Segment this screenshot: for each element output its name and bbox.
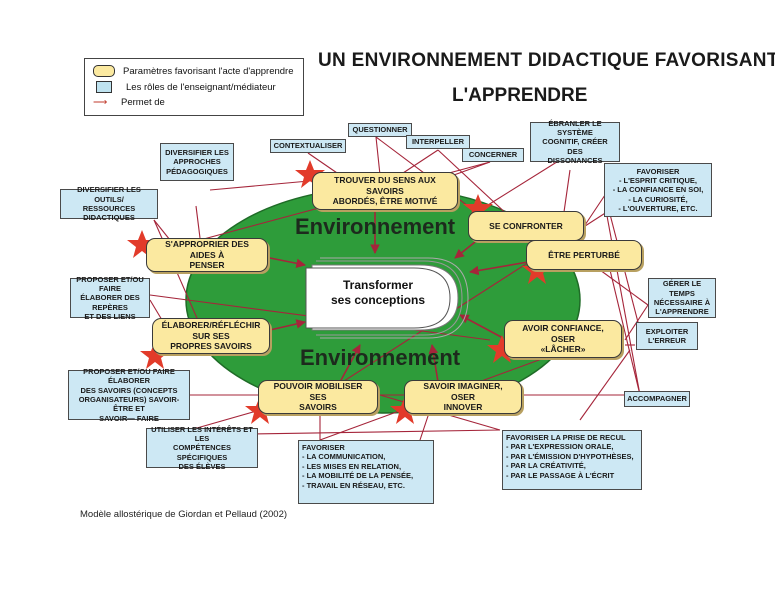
param-avoir-confiance: AVOIR CONFIANCE, OSER «LÂCHER» (504, 320, 622, 358)
role-prise-de-recul: FAVORISER LA PRISE DE RECUL - PAR L'EXPR… (502, 430, 642, 490)
star-icon (463, 194, 493, 222)
legend-row-roles: Les rôles de l'enseignant/médiateur (93, 81, 276, 93)
role-diversifier-outils: DIVERSIFIER LES OUTILS/ RESSOURCES DIDAC… (60, 185, 158, 222)
arrow-icon: ⟶ (93, 96, 108, 108)
role-questionner: QUESTIONNER (348, 123, 412, 137)
param-pouvoir-mobiliser: POUVOIR MOBILISER SES SAVOIRS (258, 380, 378, 414)
role-favoriser-esprit: FAVORISER - L'ESPRIT CRITIQUE, - LA CONF… (604, 163, 712, 217)
environment-label-top: Environnement (295, 214, 456, 239)
role-exploiter-erreur: EXPLOITER L'ERREUR (636, 322, 698, 350)
role-savoirs-concepts: PROPOSER ET/OU FAIRE ÉLABORER DES SAVOIR… (68, 367, 190, 423)
yellow-swatch-icon (93, 65, 115, 77)
param-se-confronter: SE CONFRONTER (468, 211, 584, 241)
star-icon (295, 160, 325, 188)
role-interpeller: INTERPELLER (406, 135, 470, 149)
star-icon (127, 230, 157, 258)
legend: Paramètres favorisant l'acte d'apprendre… (84, 58, 304, 116)
param-trouver-du-sens: TROUVER DU SENS AUX SAVOIRS ABORDÉS, ÊTR… (312, 172, 458, 210)
title-line-1: UN ENVIRONNEMENT DIDACTIQUE FAVORISANT (318, 50, 775, 71)
param-s-approprier: S'APPROPRIER DES AIDES À PENSER (146, 238, 268, 272)
environment-label-bottom: Environnement (300, 345, 461, 370)
role-favoriser-communication: FAVORISER - LA COMMUNICATION, - LES MISE… (298, 440, 434, 504)
legend-parameters-label: Paramètres favorisant l'acte d'apprendre (123, 65, 294, 77)
center-shape (305, 257, 469, 339)
title-line-2: L'APPRENDRE (452, 85, 588, 106)
role-gerer-temps: GÉRER LE TEMPS NÉCESSAIRE À L'APPRENDRE (648, 278, 716, 318)
role-ebranler: ÉBRANLER LE SYSTÈME COGNITIF, CRÉER DES … (530, 119, 620, 165)
param-savoir-imaginer: SAVOIR IMAGINER, OSER INNOVER (404, 380, 522, 414)
legend-arrow-label: Permet de (121, 97, 165, 108)
role-utiliser-interets: UTILISER LES INTÉRÊTS ET LES COMPÉTENCES… (146, 425, 258, 471)
legend-row-arrow: ⟶ Permet de (93, 97, 165, 108)
role-accompagner: ACCOMPAGNER (624, 391, 690, 407)
param-etre-perturbe: ÊTRE PERTURBÉ (526, 240, 642, 270)
caption: Modèle allostérique de Giordan et Pellau… (80, 509, 288, 520)
star-icon (487, 335, 517, 363)
star-icon (522, 256, 552, 284)
blue-swatch-icon (96, 81, 112, 93)
legend-row-parameters: Paramètres favorisant l'acte d'apprendre (93, 65, 294, 77)
role-concerner: CONCERNER (462, 148, 524, 162)
param-elaborer: ÉLABORER/RÉFLÉCHIR SUR SES PROPRES SAVOI… (152, 318, 270, 354)
legend-roles-label: Les rôles de l'enseignant/médiateur (126, 81, 276, 93)
role-contextualiser: CONTEXTUALISER (270, 139, 346, 153)
center-label: Transformer ses conceptions (330, 278, 426, 307)
star-icon (140, 341, 170, 369)
role-reperes-liens: PROPOSER ET/OU FAIRE ÉLABORER DES REPÈRE… (70, 275, 150, 321)
role-diversifier-approches: DIVERSIFIER LES APPROCHES PÉDAGOGIQUES (160, 143, 234, 181)
